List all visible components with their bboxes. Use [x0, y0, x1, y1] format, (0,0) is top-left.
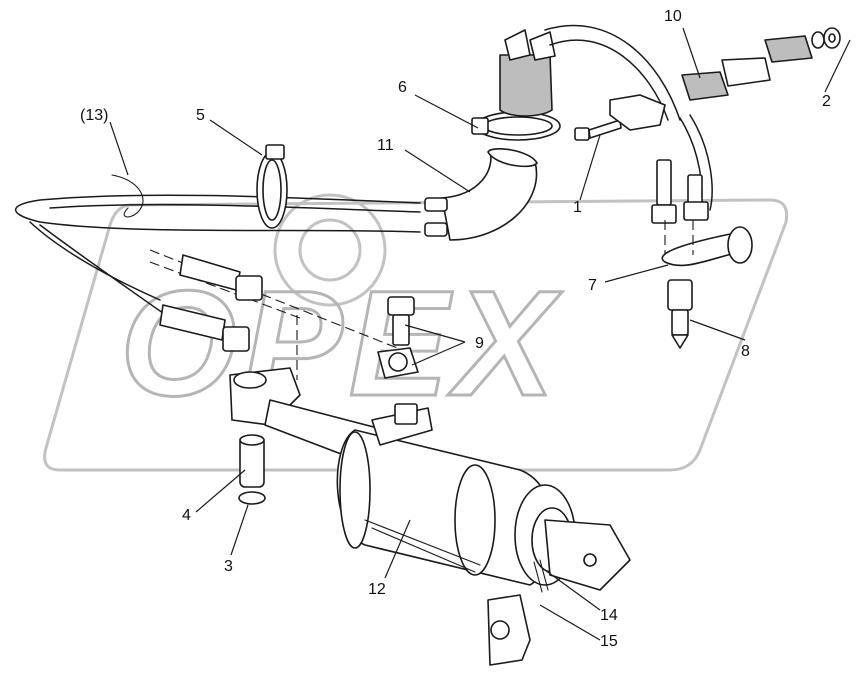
- callout-4: 4: [182, 507, 191, 524]
- hose-fittings: [651, 159, 709, 224]
- callout-12: 12: [368, 581, 386, 598]
- circlip-3: [238, 491, 266, 505]
- callout-labels: 1 2 3 4 5 6 7 8 9 10 11 12 (13) 14 15: [80, 8, 831, 650]
- watermark: OPEX: [43, 193, 789, 472]
- sensor-8: [667, 279, 693, 349]
- left-fittings: [159, 254, 263, 352]
- banjo-fitting-9: [377, 296, 419, 379]
- callout-3: 3: [224, 558, 233, 575]
- callout-2: 2: [822, 93, 831, 110]
- pin-4: [239, 434, 265, 488]
- callout-13: (13): [80, 107, 108, 124]
- hydraulic-cylinder-12: [229, 367, 631, 591]
- bracket-13: [111, 174, 144, 218]
- callout-1: 1: [573, 199, 582, 216]
- callout-15: 15: [600, 633, 618, 650]
- hose-clamp-5: [256, 144, 288, 229]
- bolt-1: [574, 94, 666, 141]
- clamp-halves-10: [681, 35, 813, 101]
- elbow-hose-11: [424, 148, 538, 241]
- callout-11: 11: [377, 137, 394, 154]
- bracket-15: [487, 594, 531, 666]
- hose-clamp-6: [471, 111, 561, 141]
- callout-6: 6: [398, 79, 407, 96]
- watermark-text: OPEX: [120, 259, 563, 427]
- callout-14: 14: [600, 607, 618, 624]
- watermark-gear: [273, 193, 387, 307]
- callout-10: 10: [664, 8, 682, 25]
- watermark-frame: [43, 198, 789, 472]
- upper-hose: [499, 24, 681, 121]
- leader-lines: [109, 27, 851, 641]
- callout-8: 8: [741, 343, 750, 360]
- callout-7: 7: [588, 277, 597, 294]
- washer-nut-2: [811, 27, 841, 49]
- callout-5: 5: [196, 107, 205, 124]
- pin-14: [533, 559, 549, 593]
- strap-washer-7: [661, 226, 753, 267]
- callout-9: 9: [475, 335, 484, 352]
